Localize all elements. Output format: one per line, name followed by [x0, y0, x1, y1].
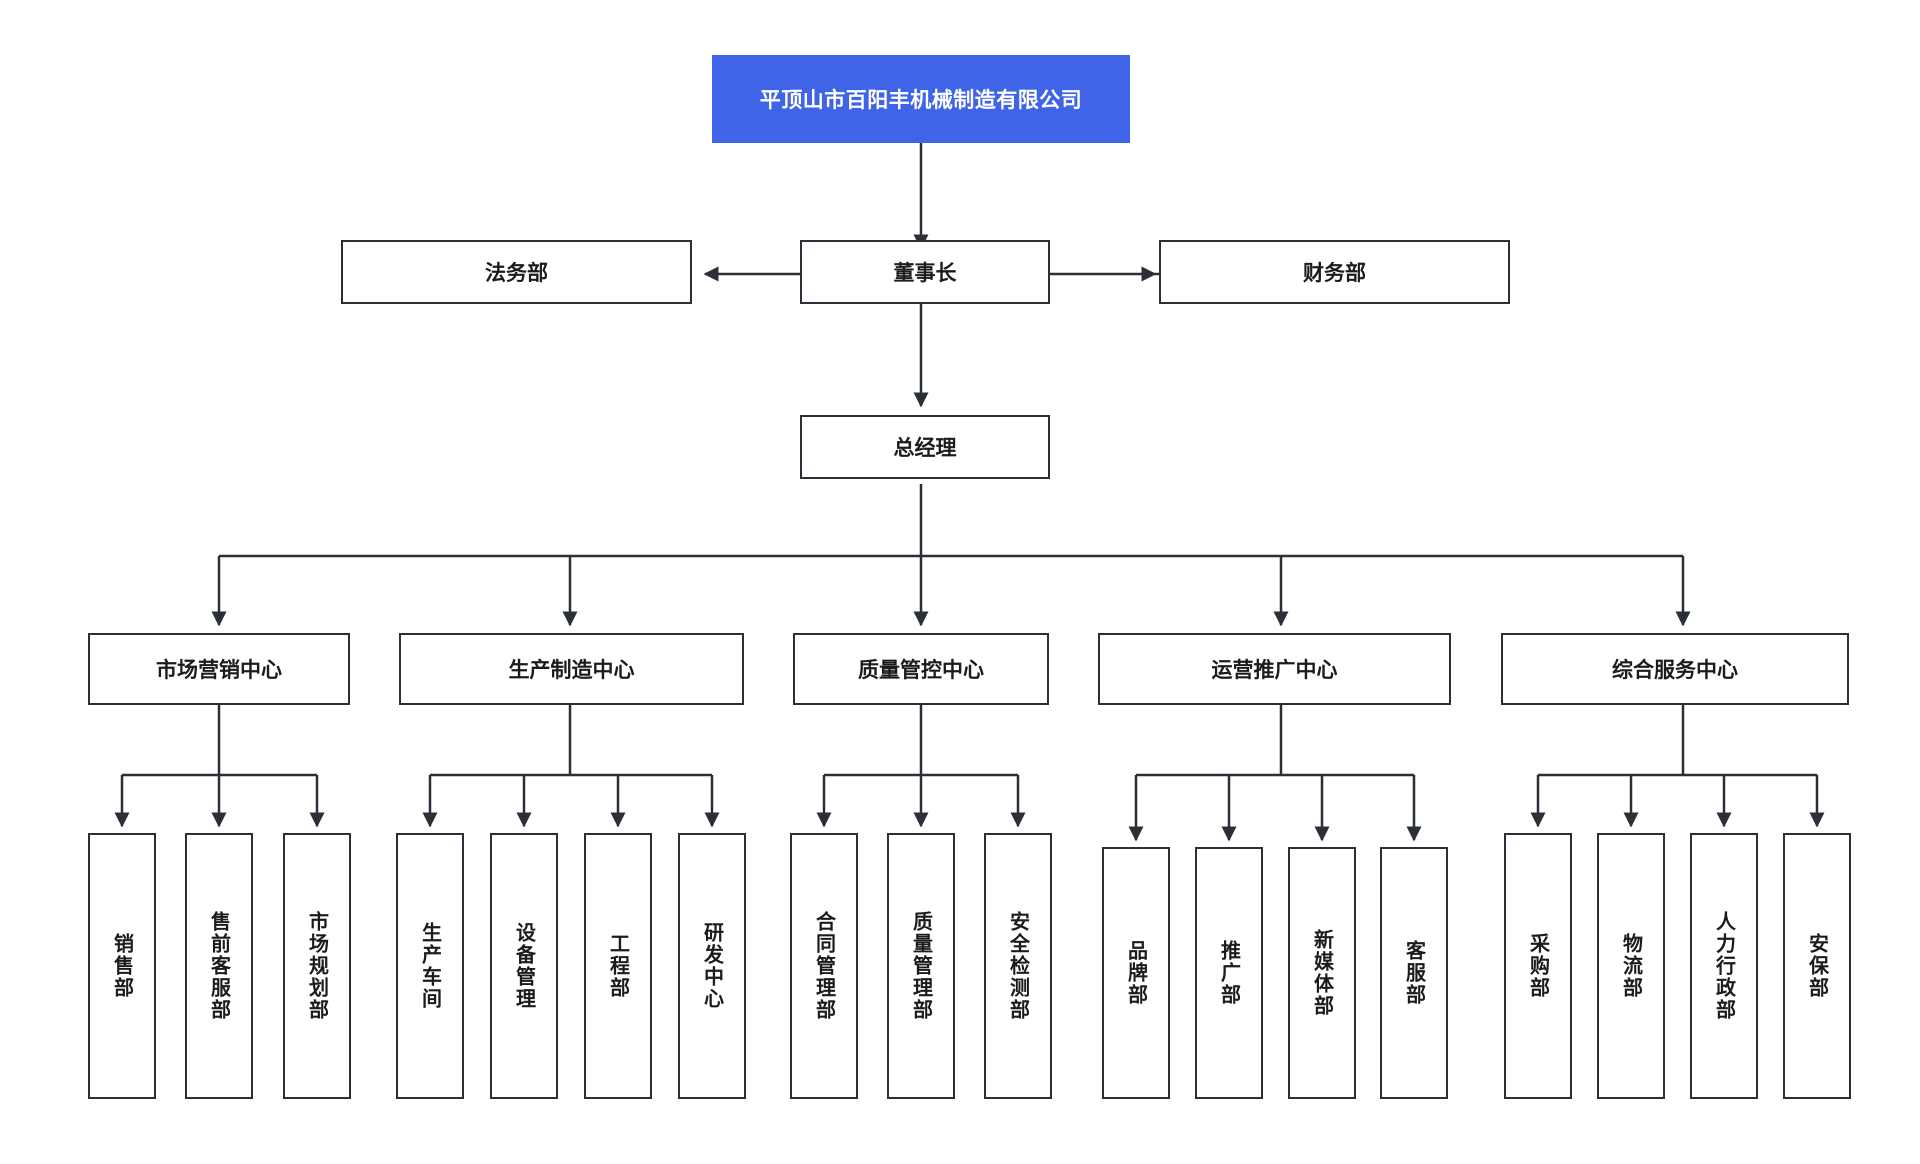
node-center-marketing-label: 市场营销中心 [156, 658, 282, 682]
node-dept-production-workshop-label: 生产车间 [418, 922, 443, 1010]
node-dept-hr-administration-label: 人力行政部 [1712, 911, 1737, 1021]
node-dept-production-workshop[interactable]: 生产车间 [396, 833, 464, 1099]
node-dept-presales-service-label: 售前客服部 [207, 911, 232, 1021]
node-dept-new-media-label: 新媒体部 [1310, 929, 1335, 1017]
node-dept-safety-inspection[interactable]: 安全检测部 [984, 833, 1052, 1099]
node-dept-security[interactable]: 安保部 [1783, 833, 1851, 1099]
node-dept-procurement-label: 采购部 [1526, 933, 1551, 999]
node-center-services[interactable]: 综合服务中心 [1501, 633, 1849, 705]
node-center-manufacturing[interactable]: 生产制造中心 [399, 633, 744, 705]
node-finance-department[interactable]: 财务部 [1159, 240, 1510, 304]
node-dept-logistics-label: 物流部 [1619, 933, 1644, 999]
node-chairman-label: 董事长 [893, 261, 957, 285]
node-center-operations[interactable]: 运营推广中心 [1098, 633, 1451, 705]
node-dept-sales[interactable]: 销售部 [88, 833, 156, 1099]
node-center-marketing[interactable]: 市场营销中心 [88, 633, 350, 705]
node-dept-quality-management-label: 质量管理部 [909, 911, 934, 1021]
node-dept-promotion[interactable]: 推广部 [1195, 847, 1263, 1099]
node-dept-logistics[interactable]: 物流部 [1597, 833, 1665, 1099]
node-dept-equipment-management[interactable]: 设备管理 [490, 833, 558, 1099]
node-dept-brand[interactable]: 品牌部 [1102, 847, 1170, 1099]
node-dept-security-label: 安保部 [1805, 933, 1830, 999]
node-center-quality-label: 质量管控中心 [858, 658, 984, 682]
node-dept-contract-management-label: 合同管理部 [812, 911, 837, 1021]
node-dept-presales-service[interactable]: 售前客服部 [185, 833, 253, 1099]
node-dept-procurement[interactable]: 采购部 [1504, 833, 1572, 1099]
node-chairman[interactable]: 董事长 [800, 240, 1050, 304]
node-center-services-label: 综合服务中心 [1612, 658, 1738, 682]
node-center-quality[interactable]: 质量管控中心 [793, 633, 1049, 705]
root-company-box[interactable]: 平顶山市百阳丰机械制造有限公司 [712, 55, 1130, 143]
node-center-manufacturing-label: 生产制造中心 [508, 658, 635, 682]
root-company-label: 平顶山市百阳丰机械制造有限公司 [759, 88, 1083, 112]
node-dept-customer-service[interactable]: 客服部 [1380, 847, 1448, 1099]
node-dept-customer-service-label: 客服部 [1402, 940, 1427, 1006]
node-dept-hr-administration[interactable]: 人力行政部 [1690, 833, 1758, 1099]
node-dept-market-planning[interactable]: 市场规划部 [283, 833, 351, 1099]
node-dept-contract-management[interactable]: 合同管理部 [790, 833, 858, 1099]
node-center-operations-label: 运营推广中心 [1211, 658, 1338, 682]
node-legal-department[interactable]: 法务部 [341, 240, 692, 304]
node-dept-sales-label: 销售部 [110, 933, 135, 999]
node-dept-quality-management[interactable]: 质量管理部 [887, 833, 955, 1099]
node-dept-brand-label: 品牌部 [1124, 940, 1149, 1006]
node-general-manager-label: 总经理 [893, 436, 957, 460]
node-dept-rnd-center[interactable]: 研发中心 [678, 833, 746, 1099]
node-dept-rnd-center-label: 研发中心 [700, 922, 725, 1010]
node-dept-market-planning-label: 市场规划部 [305, 911, 330, 1021]
node-legal-department-label: 法务部 [485, 261, 548, 285]
node-dept-promotion-label: 推广部 [1217, 940, 1242, 1006]
node-general-manager[interactable]: 总经理 [800, 415, 1050, 479]
node-dept-equipment-management-label: 设备管理 [512, 922, 537, 1010]
node-dept-new-media[interactable]: 新媒体部 [1288, 847, 1356, 1099]
node-dept-safety-inspection-label: 安全检测部 [1006, 911, 1031, 1021]
node-finance-department-label: 财务部 [1303, 261, 1366, 285]
node-dept-engineering-label: 工程部 [606, 933, 631, 999]
node-dept-engineering[interactable]: 工程部 [584, 833, 652, 1099]
